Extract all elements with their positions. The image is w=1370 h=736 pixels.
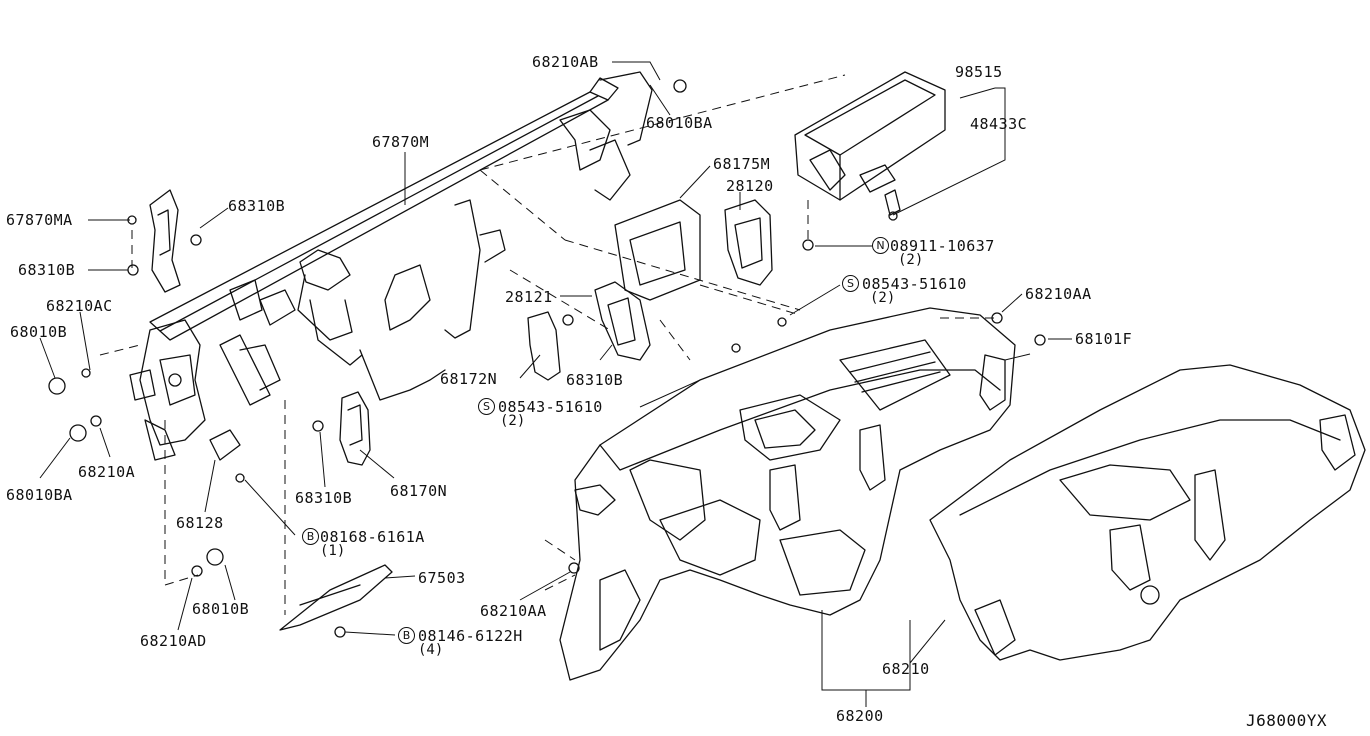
label-68128: 68128: [176, 514, 224, 532]
label-68010B-left: 68010B: [10, 323, 68, 341]
dashed-reference-lines: [99, 74, 1000, 615]
label-68210AA-right: 68210AA: [1025, 285, 1092, 303]
qty-08543-a: (2): [870, 290, 896, 306]
label-68010BA-left: 68010BA: [6, 486, 73, 504]
label-68310B-left: 68310B: [18, 261, 76, 279]
nut-badge-N: N: [872, 237, 889, 254]
unit-28120: [724, 199, 773, 286]
panel-68210: [929, 364, 1366, 661]
diagram-code: J68000YX: [1246, 711, 1328, 730]
label-68170N: 68170N: [390, 482, 448, 500]
airbag-module-98515: [794, 71, 946, 216]
screw-badge-S2: S: [478, 398, 495, 415]
label-68310B-low: 68310B: [295, 489, 353, 507]
label-68175M: 68175M: [713, 155, 771, 173]
label-08911-10637: 08911-10637: [890, 237, 995, 255]
label-98515: 98515: [955, 63, 1003, 81]
label-68210: 68210: [882, 660, 930, 678]
qty-08911: (2): [898, 252, 924, 268]
label-68010BA-top: 68010BA: [646, 114, 713, 132]
label-08543-51610-a: 08543-51610: [862, 275, 967, 293]
label-68200: 68200: [836, 707, 884, 725]
fasteners: [48, 79, 1046, 638]
bracket-68172N: [527, 311, 561, 381]
qty-08168: (1): [320, 543, 346, 559]
label-67503: 67503: [418, 569, 466, 587]
label-28120: 28120: [726, 177, 774, 195]
label-68210AD: 68210AD: [140, 632, 207, 650]
qty-08146: (4): [418, 642, 444, 658]
label-68210AB: 68210AB: [532, 53, 599, 71]
label-08168-6161A: 08168-6161A: [320, 528, 425, 546]
label-08543-51610-b: 08543-51610: [498, 398, 603, 416]
qty-08543-b: (2): [500, 413, 526, 429]
label-68010B-low: 68010B: [192, 600, 250, 618]
bracket-68170N: [339, 391, 371, 466]
cover-67503: [279, 564, 393, 631]
label-68210AC: 68210AC: [46, 297, 113, 315]
left-bracket-68128: [129, 319, 241, 461]
label-68310B-top: 68310B: [228, 197, 286, 215]
bracket-68175M: [614, 199, 701, 301]
label-68101F: 68101F: [1075, 330, 1133, 348]
label-68172N: 68172N: [440, 370, 498, 388]
bracket-67870MA: [149, 189, 181, 293]
label-68210AA-low: 68210AA: [480, 602, 547, 620]
label-67870M: 67870M: [372, 133, 430, 151]
label-28121: 28121: [505, 288, 553, 306]
screw-badge-S1: S: [842, 275, 859, 292]
label-68310B-mid: 68310B: [566, 371, 624, 389]
unit-28121: [594, 281, 651, 361]
label-68210A: 68210A: [78, 463, 136, 481]
label-08146-6122H: 08146-6122H: [418, 627, 523, 645]
bolt-badge-B1: B: [302, 528, 319, 545]
bolt-badge-B2: B: [398, 627, 415, 644]
label-67870MA: 67870MA: [6, 211, 73, 229]
label-48433C: 48433C: [970, 115, 1028, 133]
steering-member-67870M: [149, 71, 653, 406]
leader-lines: [39, 61, 1072, 707]
instrument-panel-68200: [559, 307, 1016, 681]
